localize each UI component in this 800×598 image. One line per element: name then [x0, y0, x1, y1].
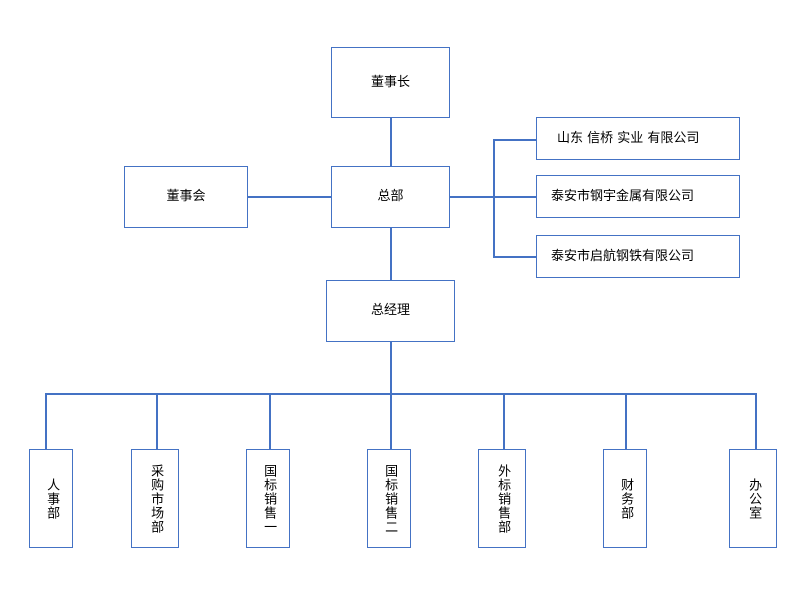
connector-department-7: [755, 393, 757, 449]
node-board-label: 董事会: [166, 189, 206, 205]
connector-department-1: [45, 393, 47, 449]
node-department-domestic-sales-1-label: 国标销售一: [261, 463, 277, 534]
node-department-purchasing-market-label: 采购市场部: [148, 463, 164, 534]
connector-department-6: [625, 393, 627, 449]
connector-department-4: [390, 393, 392, 449]
node-headquarters-label: 总部: [377, 189, 404, 205]
node-general-manager[interactable]: 总经理: [326, 280, 455, 342]
connector-chairman-headquarters: [390, 118, 392, 166]
node-chairman[interactable]: 董事长: [331, 47, 450, 118]
node-subsidiary-3[interactable]: 泰安市启航钢铁有限公司: [536, 235, 740, 278]
connector-department-5: [503, 393, 505, 449]
connector-subsidiary-3: [493, 256, 537, 258]
node-headquarters[interactable]: 总部: [331, 166, 450, 228]
node-department-purchasing-market[interactable]: 采购市场部: [131, 449, 179, 548]
node-subsidiary-1-label: 山东 信桥 实业 有限公司: [557, 130, 700, 146]
node-subsidiary-1[interactable]: 山东 信桥 实业 有限公司: [536, 117, 740, 160]
connector-department-3: [269, 393, 271, 449]
connector-generalmanager-drop: [390, 342, 392, 394]
connector-headquarters-subsidiary-stub: [450, 196, 494, 198]
node-subsidiary-2[interactable]: 泰安市钢宇金属有限公司: [536, 175, 740, 218]
connector-department-bus: [45, 393, 756, 395]
node-department-office[interactable]: 办公室: [729, 449, 777, 548]
connector-subsidiary-2: [493, 196, 537, 198]
node-department-hr-label: 人事部: [44, 477, 60, 520]
connector-department-2: [156, 393, 158, 449]
connector-subsidiary-bus: [493, 139, 495, 257]
connector-board-headquarters: [248, 196, 332, 198]
node-subsidiary-2-label: 泰安市钢宇金属有限公司: [551, 188, 695, 204]
connector-subsidiary-1: [493, 139, 537, 141]
node-board[interactable]: 董事会: [124, 166, 248, 228]
node-chairman-label: 董事长: [370, 74, 410, 90]
node-department-finance-label: 财务部: [618, 477, 634, 520]
node-department-export-sales[interactable]: 外标销售部: [478, 449, 526, 548]
node-subsidiary-3-label: 泰安市启航钢铁有限公司: [551, 248, 695, 264]
node-department-domestic-sales-2[interactable]: 国标销售二: [367, 449, 411, 548]
node-department-export-sales-label: 外标销售部: [495, 463, 511, 534]
node-department-domestic-sales-1[interactable]: 国标销售一: [246, 449, 290, 548]
node-department-domestic-sales-2-label: 国标销售二: [382, 463, 398, 534]
node-department-finance[interactable]: 财务部: [603, 449, 647, 548]
connector-headquarters-generalmanager: [390, 228, 392, 280]
node-department-office-label: 办公室: [746, 477, 762, 520]
node-general-manager-label: 总经理: [370, 303, 410, 319]
node-department-hr[interactable]: 人事部: [29, 449, 73, 548]
